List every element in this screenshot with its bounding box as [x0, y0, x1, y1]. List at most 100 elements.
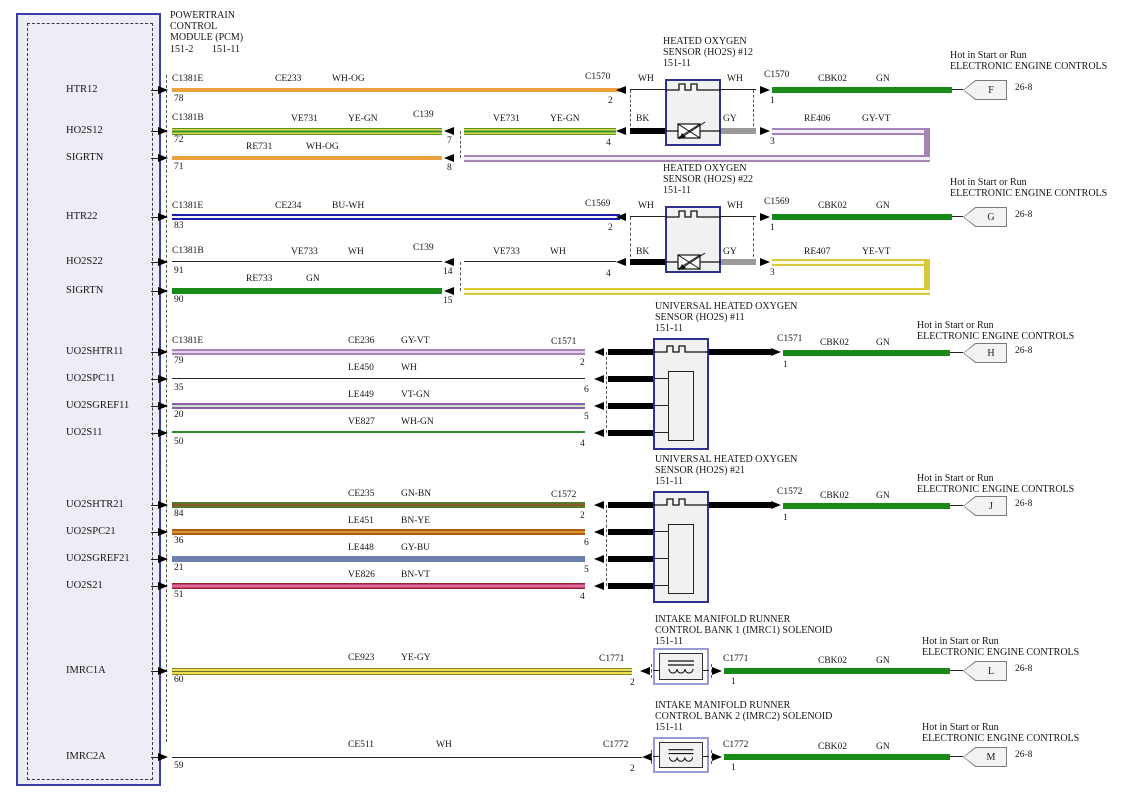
- wire-color-label: WH: [401, 363, 417, 373]
- connector-pin-number: 6: [584, 538, 589, 548]
- wire-color-label: GN: [876, 491, 890, 501]
- power-note: Hot in Start or Run: [950, 177, 1027, 188]
- pin-stub: [151, 352, 160, 353]
- pin-stub: [151, 217, 160, 218]
- power-flag-L: L: [963, 661, 1007, 681]
- pin-stub: [151, 559, 160, 560]
- pcm-inner-dashed-box: [27, 23, 153, 780]
- pcm-title-line2: CONTROL: [170, 21, 218, 32]
- element-lead: [655, 558, 668, 559]
- pin-number: 90: [174, 295, 184, 305]
- power-note: Hot in Start or Run: [922, 636, 999, 647]
- pcm-pin-name: HTR12: [66, 84, 98, 95]
- pin-stub: [151, 291, 160, 292]
- wire-ce923: [172, 668, 632, 675]
- component-ref: 151-11: [663, 185, 691, 196]
- wire-bk: [608, 376, 653, 382]
- wire-code-label: LE451: [348, 516, 374, 526]
- pcm-pin-name: IMRC1A: [66, 665, 106, 676]
- wire-color-label: GN: [876, 742, 890, 752]
- wire-wh: [721, 89, 756, 90]
- wire-cbk02: [783, 350, 950, 356]
- wire-color-label: GN: [876, 656, 890, 666]
- pin-number: 50: [174, 437, 184, 447]
- connector-pin-number: 1: [731, 677, 736, 687]
- pin-stub: [151, 532, 160, 533]
- pin-arrow-icon: [158, 213, 168, 221]
- connector-label: C1571: [777, 334, 803, 344]
- power-note: Hot in Start or Run: [917, 473, 994, 484]
- wire-color-label: WH-OG: [306, 142, 339, 152]
- wire-ce511: [172, 757, 642, 758]
- wire-color-label: GY: [723, 114, 737, 124]
- oxygen-sensor-element-icon: [665, 121, 721, 140]
- pin-stub: [151, 379, 160, 380]
- wire-code-label: CE233: [275, 74, 302, 84]
- wire-re407-corner: [924, 259, 930, 294]
- wire-ve826: [172, 583, 585, 589]
- page-ref: 26-8: [1015, 664, 1033, 674]
- pcm-ref-2: 151-11: [212, 44, 240, 55]
- connector-arrow-icon: [594, 555, 604, 563]
- wire-le448: [172, 556, 585, 562]
- wire-code-label: RE733: [246, 274, 273, 284]
- pin-stub: [151, 757, 160, 758]
- pin-number: 20: [174, 410, 184, 420]
- wire-color-label: WH: [348, 247, 364, 257]
- heater-element-icon: [665, 83, 721, 91]
- power-circuit: ELECTRONIC ENGINE CONTROLS: [950, 188, 1108, 199]
- heater-element-icon: [653, 498, 709, 506]
- pin-number: 78: [174, 94, 184, 104]
- wire-cbk02: [772, 87, 952, 93]
- connector-arrow-icon: [594, 501, 604, 509]
- connector-label: C1572: [551, 490, 577, 500]
- pin-arrow-icon: [158, 402, 168, 410]
- power-flag-F: F: [963, 80, 1007, 100]
- connector-label: C1381B: [172, 246, 204, 256]
- power-circuit: ELECTRONIC ENGINE CONTROLS: [917, 331, 1075, 342]
- connector-pin-number: 2: [580, 358, 585, 368]
- wire-tail: [950, 352, 963, 353]
- connector-label: C1572: [777, 487, 803, 497]
- wire-code-label: CE235: [348, 489, 375, 499]
- wire-color-label: BU-WH: [332, 201, 365, 211]
- wire-color-label: GN: [876, 74, 890, 84]
- connector-arrow-icon: [760, 213, 770, 221]
- wire-cbk02: [724, 668, 950, 674]
- connector-pin-number: 2: [630, 678, 635, 688]
- connector-label: C139: [413, 110, 434, 120]
- element-lead: [655, 378, 668, 379]
- wire-bk: [709, 502, 771, 508]
- wire-ce236: [172, 349, 585, 355]
- pin-arrow-icon: [158, 348, 168, 356]
- connector-arrow-icon: [771, 348, 781, 356]
- wire-code-label: VE826: [348, 570, 375, 580]
- connector-dashed-tick: [651, 664, 652, 678]
- connector-pin-number: 4: [606, 138, 611, 148]
- pin-arrow-icon: [158, 127, 168, 135]
- connector-pin-number: 3: [770, 268, 775, 278]
- pin-arrow-icon: [158, 258, 168, 266]
- pin-stub: [151, 586, 160, 587]
- power-flag-M: M: [963, 747, 1007, 767]
- wire-color-label: WH: [638, 201, 654, 211]
- connector-pin-number: 5: [584, 565, 589, 575]
- connector-pin-number: 14: [443, 267, 453, 277]
- sensor-element-box: [668, 524, 694, 594]
- wire-color-label: GN-BN: [401, 489, 432, 499]
- connector-label: C139: [413, 243, 434, 253]
- pin-arrow-icon: [158, 582, 168, 590]
- pcm-pin-name: UO2SHTR11: [66, 346, 124, 357]
- pin-arrow-icon: [158, 287, 168, 295]
- pcm-pin-name: UO2SHTR21: [66, 499, 124, 510]
- connector-arrow-icon: [594, 375, 604, 383]
- wire-code-label: CBK02: [820, 338, 850, 348]
- wire-cbk02: [724, 754, 950, 760]
- wire-bk: [608, 403, 653, 409]
- pin-number: 35: [174, 383, 184, 393]
- pcm-pin-name: UO2S21: [66, 580, 103, 591]
- connector-arrow-icon: [760, 258, 770, 266]
- pin-stub: [151, 671, 160, 672]
- wire-code-label: VE731: [291, 114, 318, 124]
- wire-code-label: CE234: [275, 201, 302, 211]
